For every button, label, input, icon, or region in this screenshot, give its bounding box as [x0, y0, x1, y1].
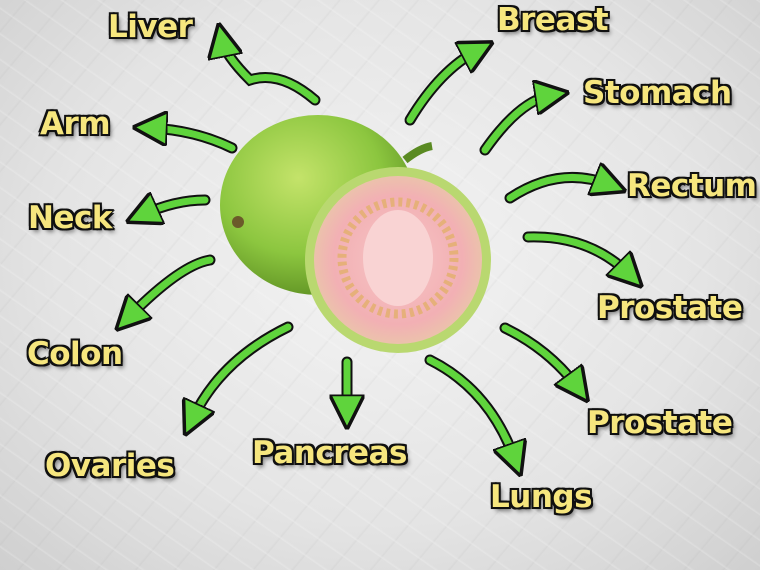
- label-prostate-1: Prostate: [596, 289, 744, 327]
- label-ovaries: Ovaries: [44, 447, 176, 485]
- label-pancreas: Pancreas: [251, 434, 408, 472]
- label-liver: Liver: [107, 8, 194, 46]
- label-prostate-2: Prostate: [586, 404, 734, 442]
- label-lungs: Lungs: [489, 478, 594, 516]
- label-breast: Breast: [496, 1, 610, 39]
- label-arm: Arm: [39, 105, 112, 143]
- label-rectum: Rectum: [626, 167, 758, 205]
- arrows: [128, 40, 630, 460]
- label-neck: Neck: [27, 199, 113, 237]
- label-colon: Colon: [26, 335, 124, 373]
- label-stomach: Stomach: [582, 74, 733, 112]
- halved-guava: [305, 167, 491, 353]
